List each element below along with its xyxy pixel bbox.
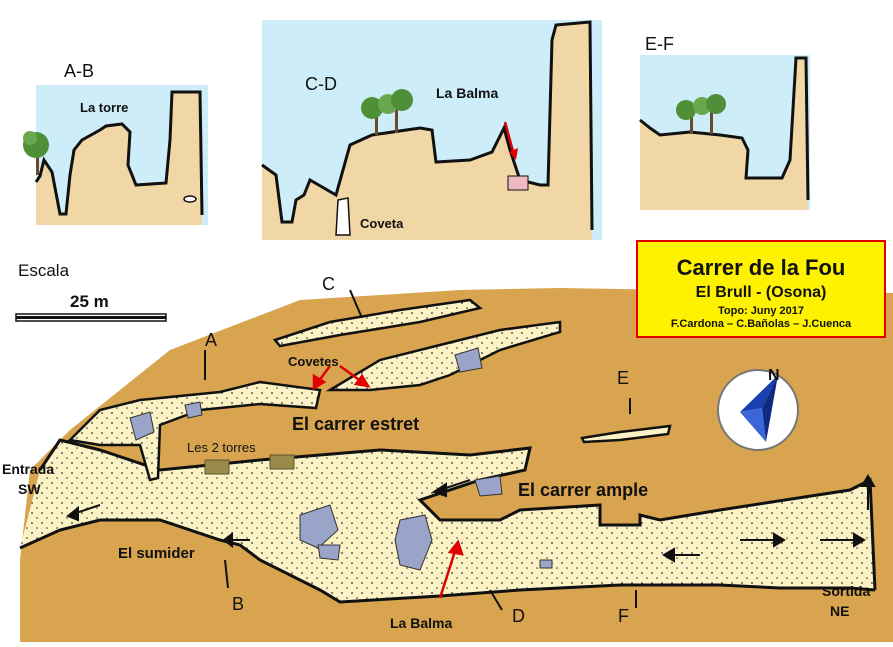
section-f-label: F [618,606,629,626]
compass-north-label: N [768,367,780,384]
entrance-label: Entrada [2,461,54,477]
profile-ab [23,85,208,225]
title-box: Carrer de la Fou El Brull - (Osona) Topo… [636,240,886,338]
profile-ef [639,55,810,210]
balma-plan-label: La Balma [390,615,452,631]
map-topo-date: Topo: Juny 2017 [718,305,804,317]
tower-label: La torre [80,100,128,115]
red-arrows [312,364,464,599]
scale-bar [15,313,167,322]
narrow-street-label: El carrer estret [292,414,419,434]
map-location: El Brull - (Osona) [695,284,827,301]
balma-profile-label: La Balma [436,85,498,101]
wide-street-label: El carrer ample [518,480,648,500]
section-c-label: C [322,274,335,294]
profile-cd [261,20,602,240]
map-title: Carrer de la Fou [676,255,846,280]
section-e-label: E [617,368,629,388]
entrance-dir-label: SW [18,481,41,497]
section-d-label: D [512,606,525,626]
compass-icon: N [717,367,799,451]
boulder-cluster [129,347,553,571]
tree-icon [23,131,49,175]
section-a-label: A [205,330,217,350]
sinkhole-label: El sumider [118,545,195,562]
profile-ef-label: E-F [645,34,674,54]
profile-cd-label: C-D [305,74,337,94]
exit-dir-label: NE [830,603,849,619]
coveta-label: Coveta [360,216,404,231]
map-authors: F.Cardona – C.Bañolas – J.Cuenca [670,318,852,330]
towers-label: Les 2 torres [187,440,256,455]
plan-view [19,288,893,642]
flow-arrows [66,474,876,563]
section-b-label: B [232,594,244,614]
exit-label: Sortida [822,583,870,599]
tree-icon [361,89,413,135]
scale-label: Escala [18,261,70,280]
profile-ab-label: A-B [64,61,94,81]
tree-icon [676,94,726,134]
scale-value: 25 m [70,292,109,311]
coves-label: Covetes [288,354,339,369]
